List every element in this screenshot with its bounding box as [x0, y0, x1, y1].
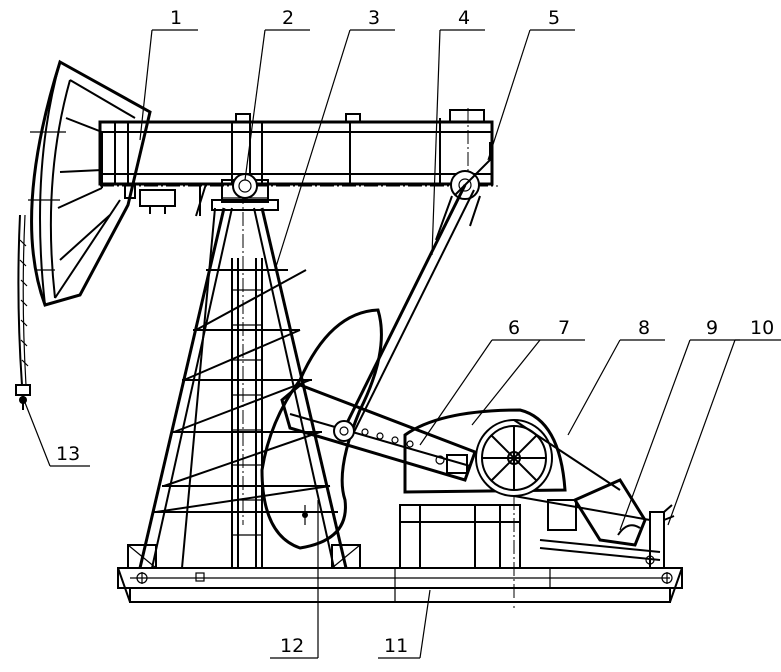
- counterweight: [260, 308, 383, 550]
- center-bearing: [221, 173, 269, 203]
- callout-5: 5: [548, 7, 560, 29]
- callout-12: 12: [280, 635, 304, 657]
- leader-lines: [21, 29, 781, 659]
- callout-13: 13: [56, 443, 80, 465]
- callout-6: 6: [508, 317, 520, 339]
- callout-10: 10: [750, 317, 774, 339]
- callout-3: 3: [368, 7, 380, 29]
- callout-4: 4: [458, 7, 470, 29]
- callout-1: 1: [170, 7, 182, 29]
- callout-2: 2: [282, 7, 294, 29]
- horsehead: [15, 59, 152, 410]
- motor-brake: [513, 419, 675, 569]
- callout-8: 8: [638, 317, 650, 339]
- crank-arm: [280, 383, 477, 482]
- callout-7: 7: [558, 317, 570, 339]
- base-skid: [117, 567, 683, 603]
- samson-post: [127, 199, 361, 569]
- gear-reducer: [399, 408, 567, 569]
- callout-11: 11: [384, 635, 408, 657]
- walking-beam: [98, 109, 494, 217]
- equalizer-pitman: [343, 142, 491, 433]
- callout-labels: 1 2 3 4 5 6 7 8 9 10 11 12 13: [56, 7, 774, 657]
- callout-9: 9: [706, 317, 718, 339]
- brake-wheel: [475, 419, 553, 497]
